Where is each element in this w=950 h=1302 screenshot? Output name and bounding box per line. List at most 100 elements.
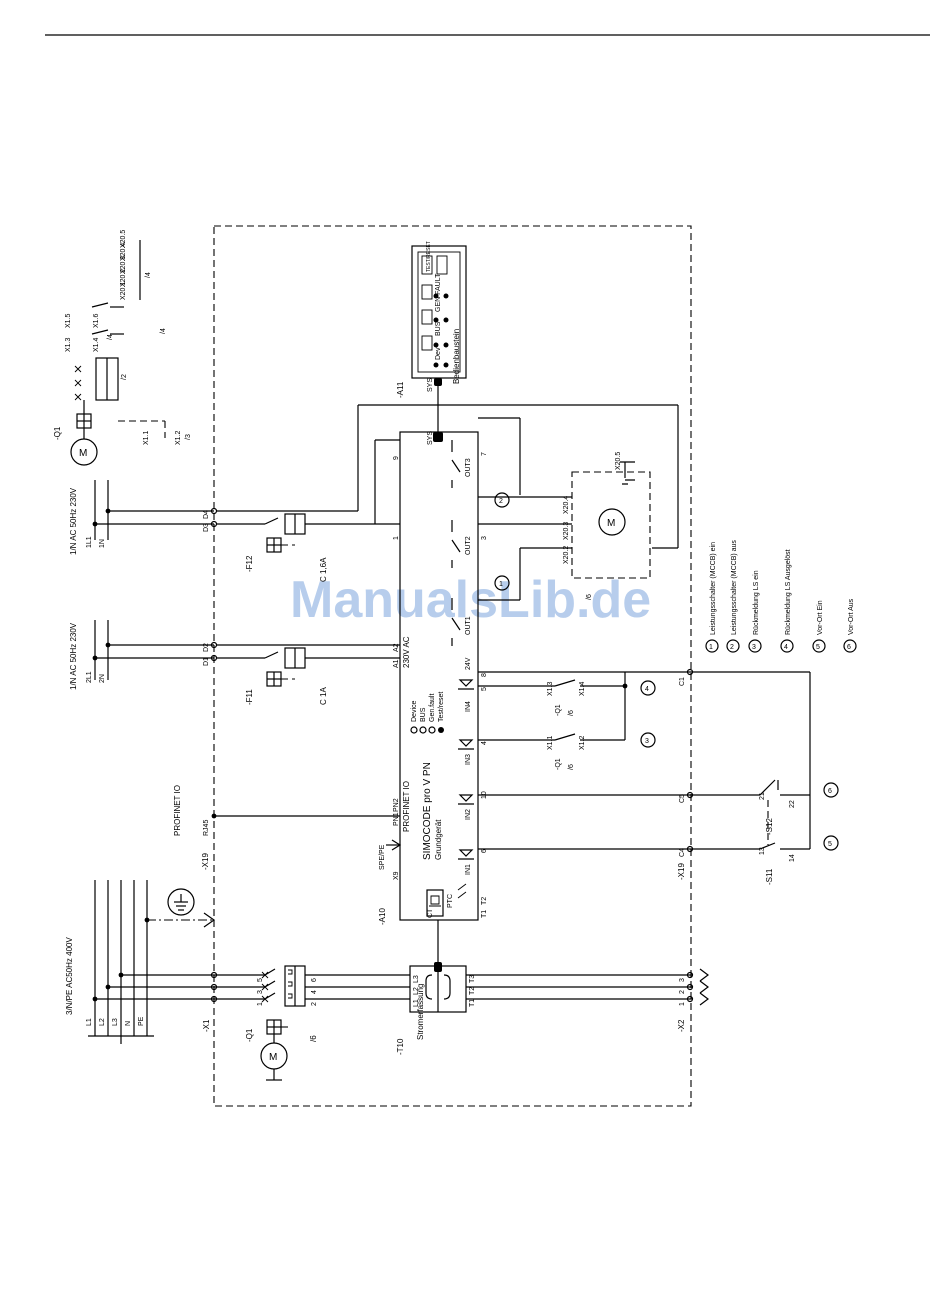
main-supply: [88, 880, 265, 1044]
f11-tag: -F11: [245, 689, 254, 705]
x1-terminal-3: [210, 971, 218, 979]
marker-2: 2: [499, 498, 503, 505]
t10-in-l1: L1: [413, 999, 420, 1007]
ref-3: /3: [185, 434, 192, 440]
q1-pin-5: 5: [257, 978, 264, 982]
ref-x20-3: X20.3: [120, 256, 127, 274]
d3-label: D3: [203, 523, 210, 532]
legend-5-text: Vor-Ort Ein: [817, 600, 824, 635]
x19-left-label: -X19: [201, 853, 210, 870]
x20-2-label: X20.2: [563, 546, 570, 564]
line-pe-label: PE: [138, 1016, 145, 1026]
device-t2: T2: [481, 897, 488, 905]
marker-6: 6: [828, 788, 832, 795]
d1-label: D1: [203, 657, 210, 666]
device-spe: SPE/PE: [379, 844, 386, 870]
in2-label: IN2: [465, 809, 472, 820]
legend-3-text: Rückmeldung LS ein: [753, 570, 760, 635]
x20-5-label: X20.5: [615, 452, 622, 470]
main-breaker-q1: [260, 965, 410, 1081]
device-t1: T1: [481, 910, 488, 918]
out2-label: OUT2: [465, 536, 472, 555]
pin-6: 6: [481, 849, 488, 853]
x9-label: X9: [393, 871, 400, 880]
legend-6-num: 6: [847, 644, 851, 651]
line-l1-label: L1: [86, 1018, 93, 1026]
s12-pin-21: 21: [759, 792, 766, 800]
pin-7: 7: [481, 452, 488, 456]
pin-9: 9: [393, 456, 400, 460]
ref-x20-1: X20.1: [120, 282, 127, 300]
t10-out-t3: T3: [469, 975, 476, 983]
led-testreset-label: Test/reset: [438, 692, 445, 722]
legend-5-num: 5: [816, 644, 820, 651]
t10-out-t1: T1: [469, 999, 476, 1007]
legend-3-num: 3: [752, 644, 756, 651]
f12-tag: -F12: [245, 555, 254, 572]
current-module-tag: -T10: [396, 1038, 405, 1055]
device-a2: A2: [393, 643, 400, 652]
device-profinet-label: PROFINET IO: [402, 781, 411, 832]
aux2-l1-label: 1L1: [86, 536, 93, 548]
x1-terminal-2: [210, 983, 218, 991]
out1-label: OUT1: [465, 616, 472, 635]
ref-2: /2: [121, 374, 128, 380]
marker-5: 5: [828, 841, 832, 848]
pin-8: 8: [481, 673, 488, 677]
marker-1: 1: [499, 581, 503, 588]
motor-actuator: [478, 461, 651, 601]
s12-pin-22: 22: [789, 800, 796, 808]
device-ptc-label: PTC: [447, 894, 454, 908]
line-l3-label: L3: [112, 1018, 119, 1026]
ref-x20-2: X20.2: [120, 269, 127, 287]
x1-label: -X1: [202, 1019, 211, 1032]
ref-x14: X1.4: [93, 337, 100, 352]
x20-4-label: X20.4: [563, 496, 570, 514]
aux2-supply-label: 1/N AC 50Hz 230V: [69, 487, 78, 555]
device-sub: Grundgerät: [434, 819, 443, 860]
q1-motor-label: M: [269, 1052, 277, 1063]
pin-4: 4: [481, 741, 488, 745]
x2-terminals: [686, 968, 709, 1006]
earth-icon: [167, 888, 195, 916]
ref-x11: X1.1: [143, 430, 150, 445]
line-n-label: N: [125, 1021, 132, 1026]
in3-label: IN3: [465, 754, 472, 765]
marker-circles: [494, 492, 839, 851]
ref-x13: X1.3: [65, 337, 72, 352]
legend-2-text: Leistungsschalter (MCCB) aus: [731, 540, 738, 635]
aux-q1-ref-in3: /6: [568, 764, 575, 770]
aux-x14: X1.4: [579, 681, 586, 696]
panel-tag: -A11: [396, 381, 405, 398]
led-genfault-label: Gen.fault: [429, 694, 436, 722]
operator-panel-a11: [411, 245, 467, 432]
d4-label: D4: [203, 510, 210, 519]
legend-1-num: 1: [709, 644, 713, 651]
legend-4-text: Rückmeldung LS Ausgelöst: [785, 549, 792, 635]
legend: [705, 639, 857, 653]
profinet-connection: [211, 813, 402, 851]
q1-tag: -Q1: [245, 1028, 254, 1042]
legend-6-text: Vor-Ort Aus: [848, 598, 855, 635]
pin-3: 3: [481, 536, 488, 540]
x20-3-label: X20.3: [563, 522, 570, 540]
t10-in-l3: L3: [413, 975, 420, 983]
led-device-label: Device: [411, 700, 418, 722]
aux-x13: X1.3: [547, 681, 554, 696]
in4-label: IN4: [465, 701, 472, 712]
panel-test-button: TEST/RESET: [426, 241, 432, 272]
rj45-label: RJ45: [203, 820, 210, 836]
led-bus-label: BUS: [420, 707, 427, 722]
panel-led-genfault: GEN FAULT: [435, 273, 442, 312]
current-module-t10: [409, 965, 692, 1013]
x1-terminal-1: [210, 995, 218, 1003]
c5-label: C5: [679, 794, 686, 803]
pin-1: 1: [393, 536, 400, 540]
f12-rating: C 1,6A: [319, 557, 328, 582]
reference-drawing: [70, 240, 166, 466]
device-pn1: PN1: [393, 812, 400, 826]
main-supply-label: 3/N/PE AC50Hz 400V: [65, 937, 74, 1015]
legend-4-num: 4: [784, 644, 788, 651]
ref-x15: X1.5: [65, 313, 72, 328]
